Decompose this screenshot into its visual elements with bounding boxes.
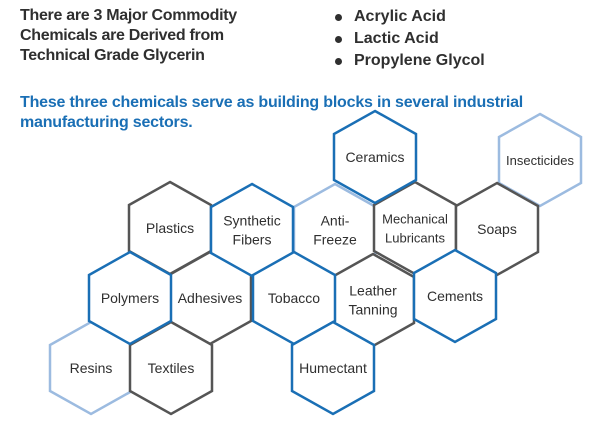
hexagon-label: Fibers [233, 232, 272, 248]
hexagon-label: Humectant [299, 360, 367, 376]
hexagon-ceramics: Ceramics [332, 109, 418, 205]
bullet-item: Propylene Glycol [332, 50, 485, 72]
bullet-item: Lactic Acid [332, 28, 485, 50]
hexagon-shape [332, 109, 418, 205]
hexagon-label: Soaps [477, 221, 517, 237]
hexagon-shape [290, 320, 376, 416]
hexagon-tobacco: Tobacco [251, 250, 337, 346]
hexagon-label: Resins [70, 360, 113, 376]
hexagon-label: Anti- [321, 213, 350, 229]
hexagon-label: Polymers [101, 290, 159, 306]
hexagon-plastics: Plastics [127, 180, 213, 276]
bullet-label: Lactic Acid [354, 30, 439, 47]
hexagon-label: Textiles [148, 360, 195, 376]
bullet-label: Propylene Glycol [354, 52, 485, 69]
subtitle: These three chemicals serve as building … [20, 93, 590, 133]
hexagon-cements: Cements [412, 248, 498, 344]
hexagon-label: Leather [349, 283, 397, 299]
bullet-item: Acrylic Acid [332, 6, 485, 28]
intro-text: There are 3 Major Commodity Chemicals ar… [20, 6, 310, 66]
hexagon-label: Lubricants [385, 231, 445, 246]
intro-line-2: Chemicals are Derived from [20, 27, 224, 44]
hexagon-humectant: Humectant [290, 320, 376, 416]
bullet-dot-icon [335, 36, 342, 43]
intro-line-1: There are 3 Major Commodity [20, 7, 237, 24]
hexagon-soaps: Soaps [454, 181, 540, 277]
hexagon-shape [87, 250, 173, 346]
bullet-dot-icon [335, 58, 342, 65]
bullet-dot-icon [335, 14, 342, 21]
hexagon-shape [412, 248, 498, 344]
hexagon-label: Mechanical [382, 212, 448, 227]
bullet-label: Acrylic Acid [354, 8, 446, 25]
hexagon-label: Tanning [348, 302, 397, 318]
hexagon-polymers: Polymers [87, 250, 173, 346]
hexagon-label: Cements [427, 288, 483, 304]
intro-line-3: Technical Grade Glycerin [20, 47, 205, 64]
hexagon-label: Plastics [146, 220, 194, 236]
hexagon-insecticides: Insecticides [497, 112, 583, 208]
hexagon-label: Tobacco [268, 290, 320, 306]
hexagon-label: Freeze [313, 232, 357, 248]
hexagon-label: Synthetic [223, 213, 281, 229]
chemical-bullet-list: Acrylic Acid Lactic Acid Propylene Glyco… [332, 6, 485, 72]
hexagon-label: Adhesives [178, 290, 243, 306]
hexagon-label: Ceramics [345, 149, 404, 165]
hexagon-shape [497, 112, 583, 208]
hexagon-anti-freeze: Anti- Freeze [292, 182, 378, 278]
subtitle-line-2: manufacturing sectors. [20, 114, 193, 131]
subtitle-line-1: These three chemicals serve as building … [20, 94, 524, 111]
hexagon-label: Insecticides [506, 153, 574, 168]
